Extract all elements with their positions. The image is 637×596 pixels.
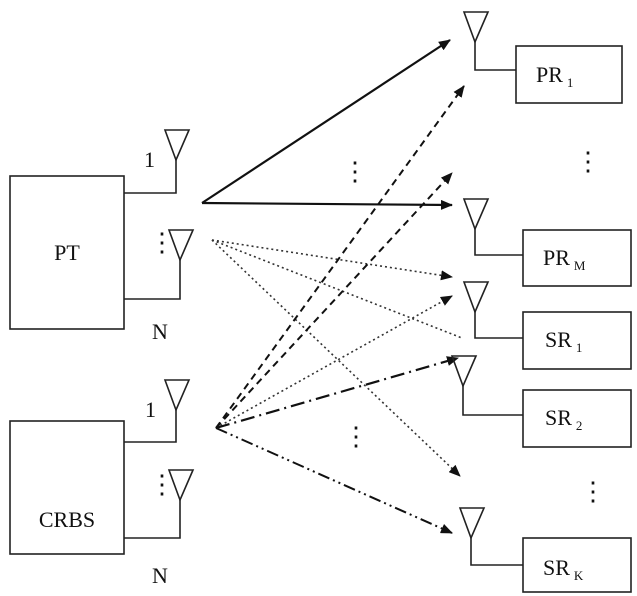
antenna-icon bbox=[462, 198, 490, 232]
receiver-box bbox=[522, 389, 632, 448]
sr-link-ellipsis: ⋮ bbox=[343, 422, 369, 451]
antenna-icon bbox=[163, 129, 191, 163]
receiver-box bbox=[515, 45, 623, 104]
antenna-icon bbox=[462, 11, 490, 45]
link-crbs-sr2 bbox=[215, 356, 459, 430]
receiver-ellipsis-lower: ⋮ bbox=[580, 477, 606, 506]
pt-antenna-top-label: 1 bbox=[144, 147, 155, 172]
link-crbs-pr1 bbox=[215, 85, 465, 429]
antenna-icon bbox=[458, 507, 486, 541]
receiver-ellipsis-upper: ⋮ bbox=[575, 147, 601, 176]
link-crbs-sr1 bbox=[215, 295, 453, 429]
receiver-feed bbox=[474, 227, 523, 256]
crbs-antenna-ellipsis: ⋮ bbox=[149, 470, 175, 499]
pt-label: PT bbox=[54, 240, 80, 265]
link-pt-interference-2 bbox=[211, 239, 463, 339]
link-pt-interference-3 bbox=[211, 239, 461, 477]
crbs-antenna-bottom-label: N bbox=[152, 563, 168, 588]
crbs-antenna-1-feed bbox=[124, 408, 177, 443]
pt-antenna-n-feed bbox=[124, 258, 181, 300]
link-crbs-srk bbox=[215, 427, 453, 534]
pt-transmitter: PT 1 ⋮ N bbox=[9, 129, 195, 344]
antenna-icon bbox=[167, 469, 195, 503]
links bbox=[201, 39, 465, 534]
link-pt-prm bbox=[201, 199, 453, 210]
antenna-icon bbox=[450, 355, 478, 389]
receiver-box bbox=[522, 229, 632, 287]
crbs-label: CRBS bbox=[39, 507, 95, 532]
receiver-feed bbox=[474, 310, 523, 339]
link-crbs-prm bbox=[215, 172, 453, 429]
receiver-feed bbox=[474, 40, 516, 71]
link-pt-interference-1 bbox=[211, 239, 453, 281]
crbs-antenna-top-label: 1 bbox=[145, 397, 156, 422]
pt-antenna-ellipsis: ⋮ bbox=[149, 228, 175, 257]
receiver-box bbox=[522, 311, 632, 370]
crbs-antenna-n-feed bbox=[124, 498, 181, 539]
receiver-box bbox=[522, 537, 632, 593]
crbs-transmitter: CRBS 1 ⋮ N bbox=[9, 379, 195, 588]
pt-antenna-bottom-label: N bbox=[152, 319, 168, 344]
pt-box bbox=[9, 175, 125, 330]
antenna-icon bbox=[167, 229, 195, 263]
crbs-box bbox=[9, 420, 125, 555]
pr-link-ellipsis: ⋮ bbox=[342, 157, 368, 186]
receiver-feed bbox=[470, 536, 523, 566]
receiver-feed bbox=[462, 384, 523, 416]
antenna-icon bbox=[462, 281, 490, 315]
pt-antenna-1-feed bbox=[124, 158, 177, 194]
link-pt-pr1 bbox=[201, 39, 451, 204]
antenna-icon bbox=[163, 379, 191, 413]
